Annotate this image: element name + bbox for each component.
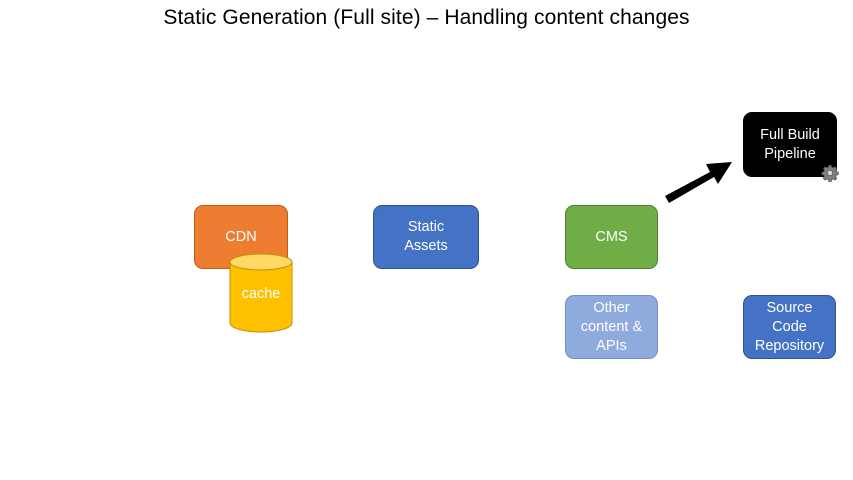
source-label-line: Repository xyxy=(754,337,825,354)
static-assets-node: Static Assets xyxy=(373,205,479,269)
full-build-pipeline-node: Full Build Pipeline xyxy=(743,112,837,177)
source-label-line: Source xyxy=(766,299,813,316)
pipeline-label-line: Pipeline xyxy=(764,145,816,162)
cache-cylinder-icon xyxy=(229,253,293,333)
static-assets-label-line: Assets xyxy=(404,238,448,254)
cache-label: cache xyxy=(241,286,281,302)
source-label-line: Code xyxy=(772,318,807,335)
other-content-node: Other content & APIs xyxy=(565,295,658,359)
source-code-repository-node: Source Code Repository xyxy=(743,295,836,359)
other-content-label-line: content & xyxy=(580,318,643,335)
cdn-label: CDN xyxy=(225,229,257,245)
other-content-label-line: APIs xyxy=(596,337,627,354)
gear-icon xyxy=(821,164,839,182)
cms-node: CMS xyxy=(565,205,658,269)
static-assets-label-line: Static xyxy=(407,219,445,235)
arrow-icon xyxy=(665,162,732,203)
pipeline-label-line: Full Build xyxy=(760,126,820,143)
cms-label: CMS xyxy=(595,228,628,245)
other-content-label-line: Other xyxy=(593,299,630,316)
page-title: Static Generation (Full site) – Handling… xyxy=(163,6,690,29)
